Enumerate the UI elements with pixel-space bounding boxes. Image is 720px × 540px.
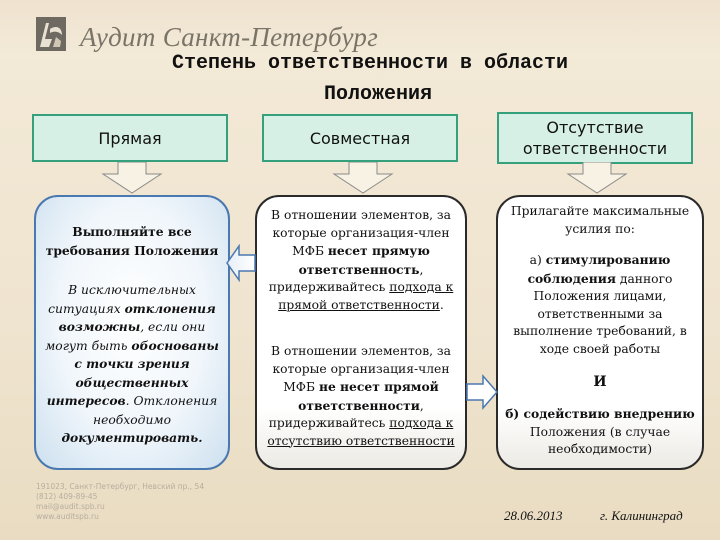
logo-icon [36, 17, 66, 51]
down-arrow-icon [332, 162, 394, 194]
footer-address-line2: (812) 409-89-45 [36, 492, 98, 501]
header-joint-label: Совместная [309, 128, 411, 148]
direct-text2-f: документировать. [61, 430, 203, 445]
footer-address-line3: mail@audit.spb.ru [36, 502, 105, 511]
right-arrow-icon [466, 374, 498, 410]
joint-responsibility-panel: В отношении элементов, за которые органи… [255, 195, 467, 470]
left-arrow-icon [226, 244, 256, 282]
joint-p2-c: , придерживайтесь [268, 398, 424, 431]
down-arrow-icon [101, 162, 163, 194]
header-none-line2: ответственности [522, 139, 668, 158]
none-a-3: данного Положения лицами, ответственными… [513, 271, 687, 356]
joint-p1-d: подхода к прямой ответственности [278, 280, 454, 312]
header-band [0, 0, 720, 60]
direct-exception-text: В исключительных ситуациях отклонения во… [42, 281, 222, 448]
direct-responsibility-panel: Выполняйте все требования Положения В ис… [34, 195, 230, 470]
none-a-2: стимулированию соблюдения [527, 252, 671, 286]
joint-p1-b: несет прямую ответственность [298, 243, 430, 277]
joint-p1-c: , придерживайтесь [268, 262, 424, 295]
no-responsibility-panel: Прилагайте максимальные усилия по: а) ст… [496, 195, 704, 470]
none-b-2: содействию внедрению [523, 406, 695, 421]
footer-address-line1: 191023, Санкт-Петербург, Невский пр., 54 [36, 482, 205, 491]
none-a-1: а) [529, 253, 546, 267]
header-box-joint: Совместная [262, 114, 458, 162]
header-none-line1: Отсутствие [546, 118, 644, 137]
joint-p2-a: В отношении элементов, за которые органи… [271, 344, 451, 394]
none-intro-text: Прилагайте максимальные усилия по: [510, 204, 690, 236]
header-box-none: Отсутствие ответственности [497, 112, 693, 164]
direct-text2-e: . Отклонения необходимо [93, 394, 218, 427]
joint-indirect-paragraph: В отношении элементов, за которые органи… [263, 343, 459, 450]
footer-address-line4: www.auditspb.ru [36, 512, 99, 521]
header-direct-label: Прямая [98, 128, 162, 148]
direct-text2-d: обоснованы с точки зрения общественных и… [46, 337, 219, 409]
slide-title-line2: Положения [323, 83, 433, 106]
brand-name: Аудит Санкт-Петербург [80, 22, 379, 52]
joint-p2-d: подхода к отсутствию ответственности [267, 416, 455, 448]
slide-title-line1: Степень ответственности в области [171, 52, 569, 75]
header-box-direct: Прямая [32, 114, 228, 162]
none-item-a: а) стимулированию соблюдения данного Пол… [504, 251, 696, 358]
none-intro: Прилагайте максимальные усилия по: [504, 203, 696, 238]
joint-p1-a: В отношении элементов, за которые органи… [271, 208, 451, 258]
none-b-3: Положения (в случае необходимости) [529, 424, 671, 457]
none-and: И [593, 374, 607, 390]
none-b-1: б) [505, 406, 524, 421]
direct-text2-a: В исключительных ситуациях [48, 283, 196, 316]
footer-city: г. Калининград [600, 508, 683, 523]
joint-direct-paragraph: В отношении элементов, за которые органи… [263, 207, 459, 314]
direct-text2-c: , если они могут быть [45, 320, 206, 353]
joint-p2-b: не несет прямой ответственности [298, 379, 439, 413]
direct-requirement-text: Выполняйте все требования Положения [42, 223, 222, 260]
footer-address: 191023, Санкт-Петербург, Невский пр., 54… [36, 482, 204, 522]
direct-text1: Выполняйте все требования Положения [45, 224, 219, 258]
footer-date: 28.06.2013 [504, 508, 563, 523]
down-arrow-icon [566, 162, 628, 194]
direct-text2-b: отклонения возможны [58, 300, 216, 335]
joint-p1-e: . [439, 297, 444, 312]
header-none-label: Отсутствие ответственности [523, 117, 667, 159]
none-item-b: б) содействию внедрению Положения (в слу… [504, 405, 696, 459]
